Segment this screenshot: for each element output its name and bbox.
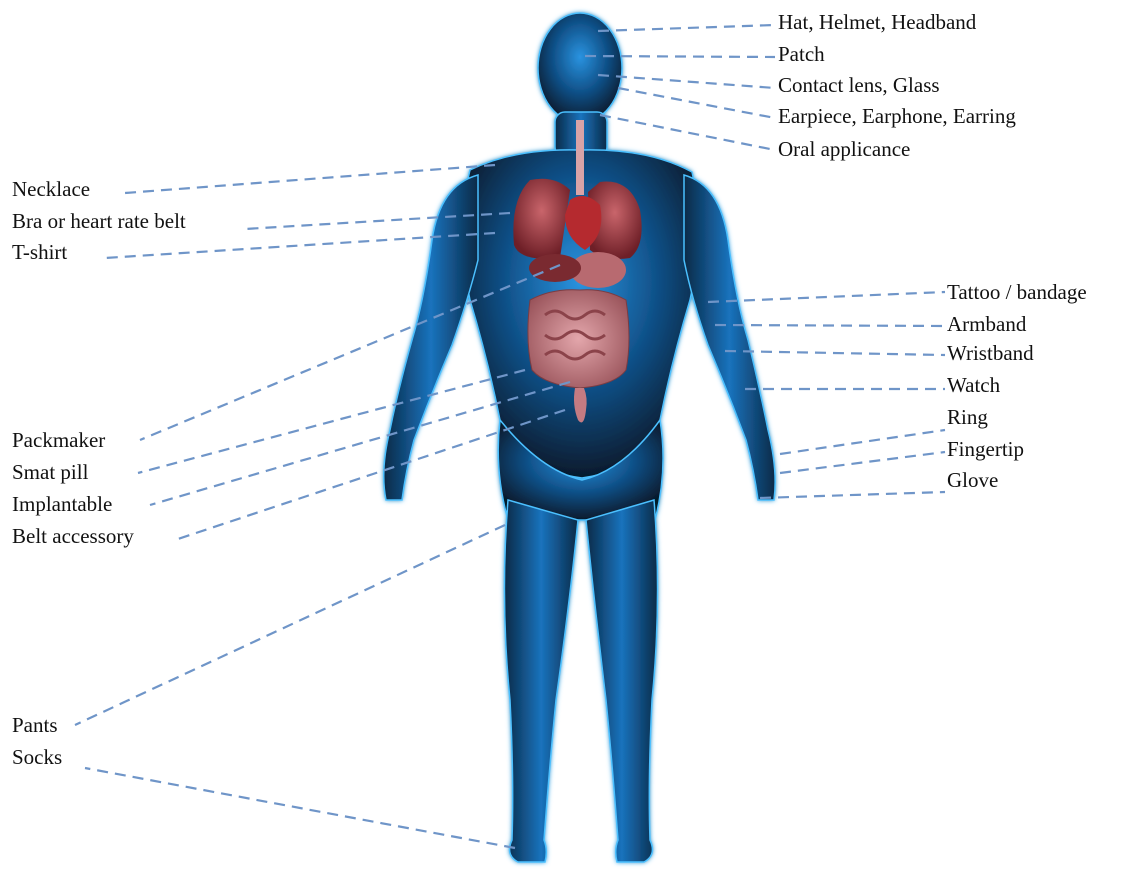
label-necklace: Necklace xyxy=(12,177,90,201)
label-implantable: Implantable xyxy=(12,492,112,516)
leader-oral xyxy=(600,115,775,150)
label-socks: Socks xyxy=(12,745,62,769)
leader-armband xyxy=(715,325,945,326)
leader-fingertip xyxy=(780,452,945,473)
leader-earpiece xyxy=(618,88,775,118)
leader-ring xyxy=(780,430,945,454)
leader-tattoo xyxy=(708,292,945,302)
label-tshirt: T-shirt xyxy=(12,240,67,264)
left-arm-shape xyxy=(384,175,478,500)
intestines xyxy=(528,290,629,388)
right-arm-shape xyxy=(684,175,775,500)
label-pants: Pants xyxy=(12,713,58,737)
label-glove: Glove xyxy=(947,468,998,492)
leader-smat-pill xyxy=(138,370,525,473)
leader-glove xyxy=(760,492,945,498)
label-hat: Hat, Helmet, Headband xyxy=(778,10,976,34)
label-fingertip: Fingertip xyxy=(947,437,1024,461)
label-patch: Patch xyxy=(778,42,825,66)
leader-patch xyxy=(585,56,775,57)
leader-necklace xyxy=(125,165,495,193)
label-earpiece: Earpiece, Earphone, Earring xyxy=(778,104,1016,128)
label-packmaker: Packmaker xyxy=(12,428,105,452)
leader-pants xyxy=(75,525,505,725)
left-leg-shape xyxy=(504,500,578,862)
label-wristband: Wristband xyxy=(947,341,1034,365)
label-belt-accessory: Belt accessory xyxy=(12,524,134,548)
right-leg-shape xyxy=(586,500,658,862)
label-bra: Bra or heart rate belt xyxy=(12,209,186,233)
trachea xyxy=(576,120,584,195)
leader-wristband xyxy=(725,351,945,355)
leader-hat xyxy=(598,25,775,31)
label-ring: Ring xyxy=(947,405,988,429)
label-watch: Watch xyxy=(947,373,1000,397)
label-contact-lens: Contact lens, Glass xyxy=(778,73,940,97)
label-smat-pill: Smat pill xyxy=(12,460,88,484)
label-tattoo: Tattoo / bandage xyxy=(947,280,1087,304)
label-armband: Armband xyxy=(947,312,1026,336)
leader-contact-lens xyxy=(598,75,775,88)
leader-socks xyxy=(85,768,515,848)
label-oral: Oral applicance xyxy=(778,137,910,161)
head-shape xyxy=(538,13,622,123)
